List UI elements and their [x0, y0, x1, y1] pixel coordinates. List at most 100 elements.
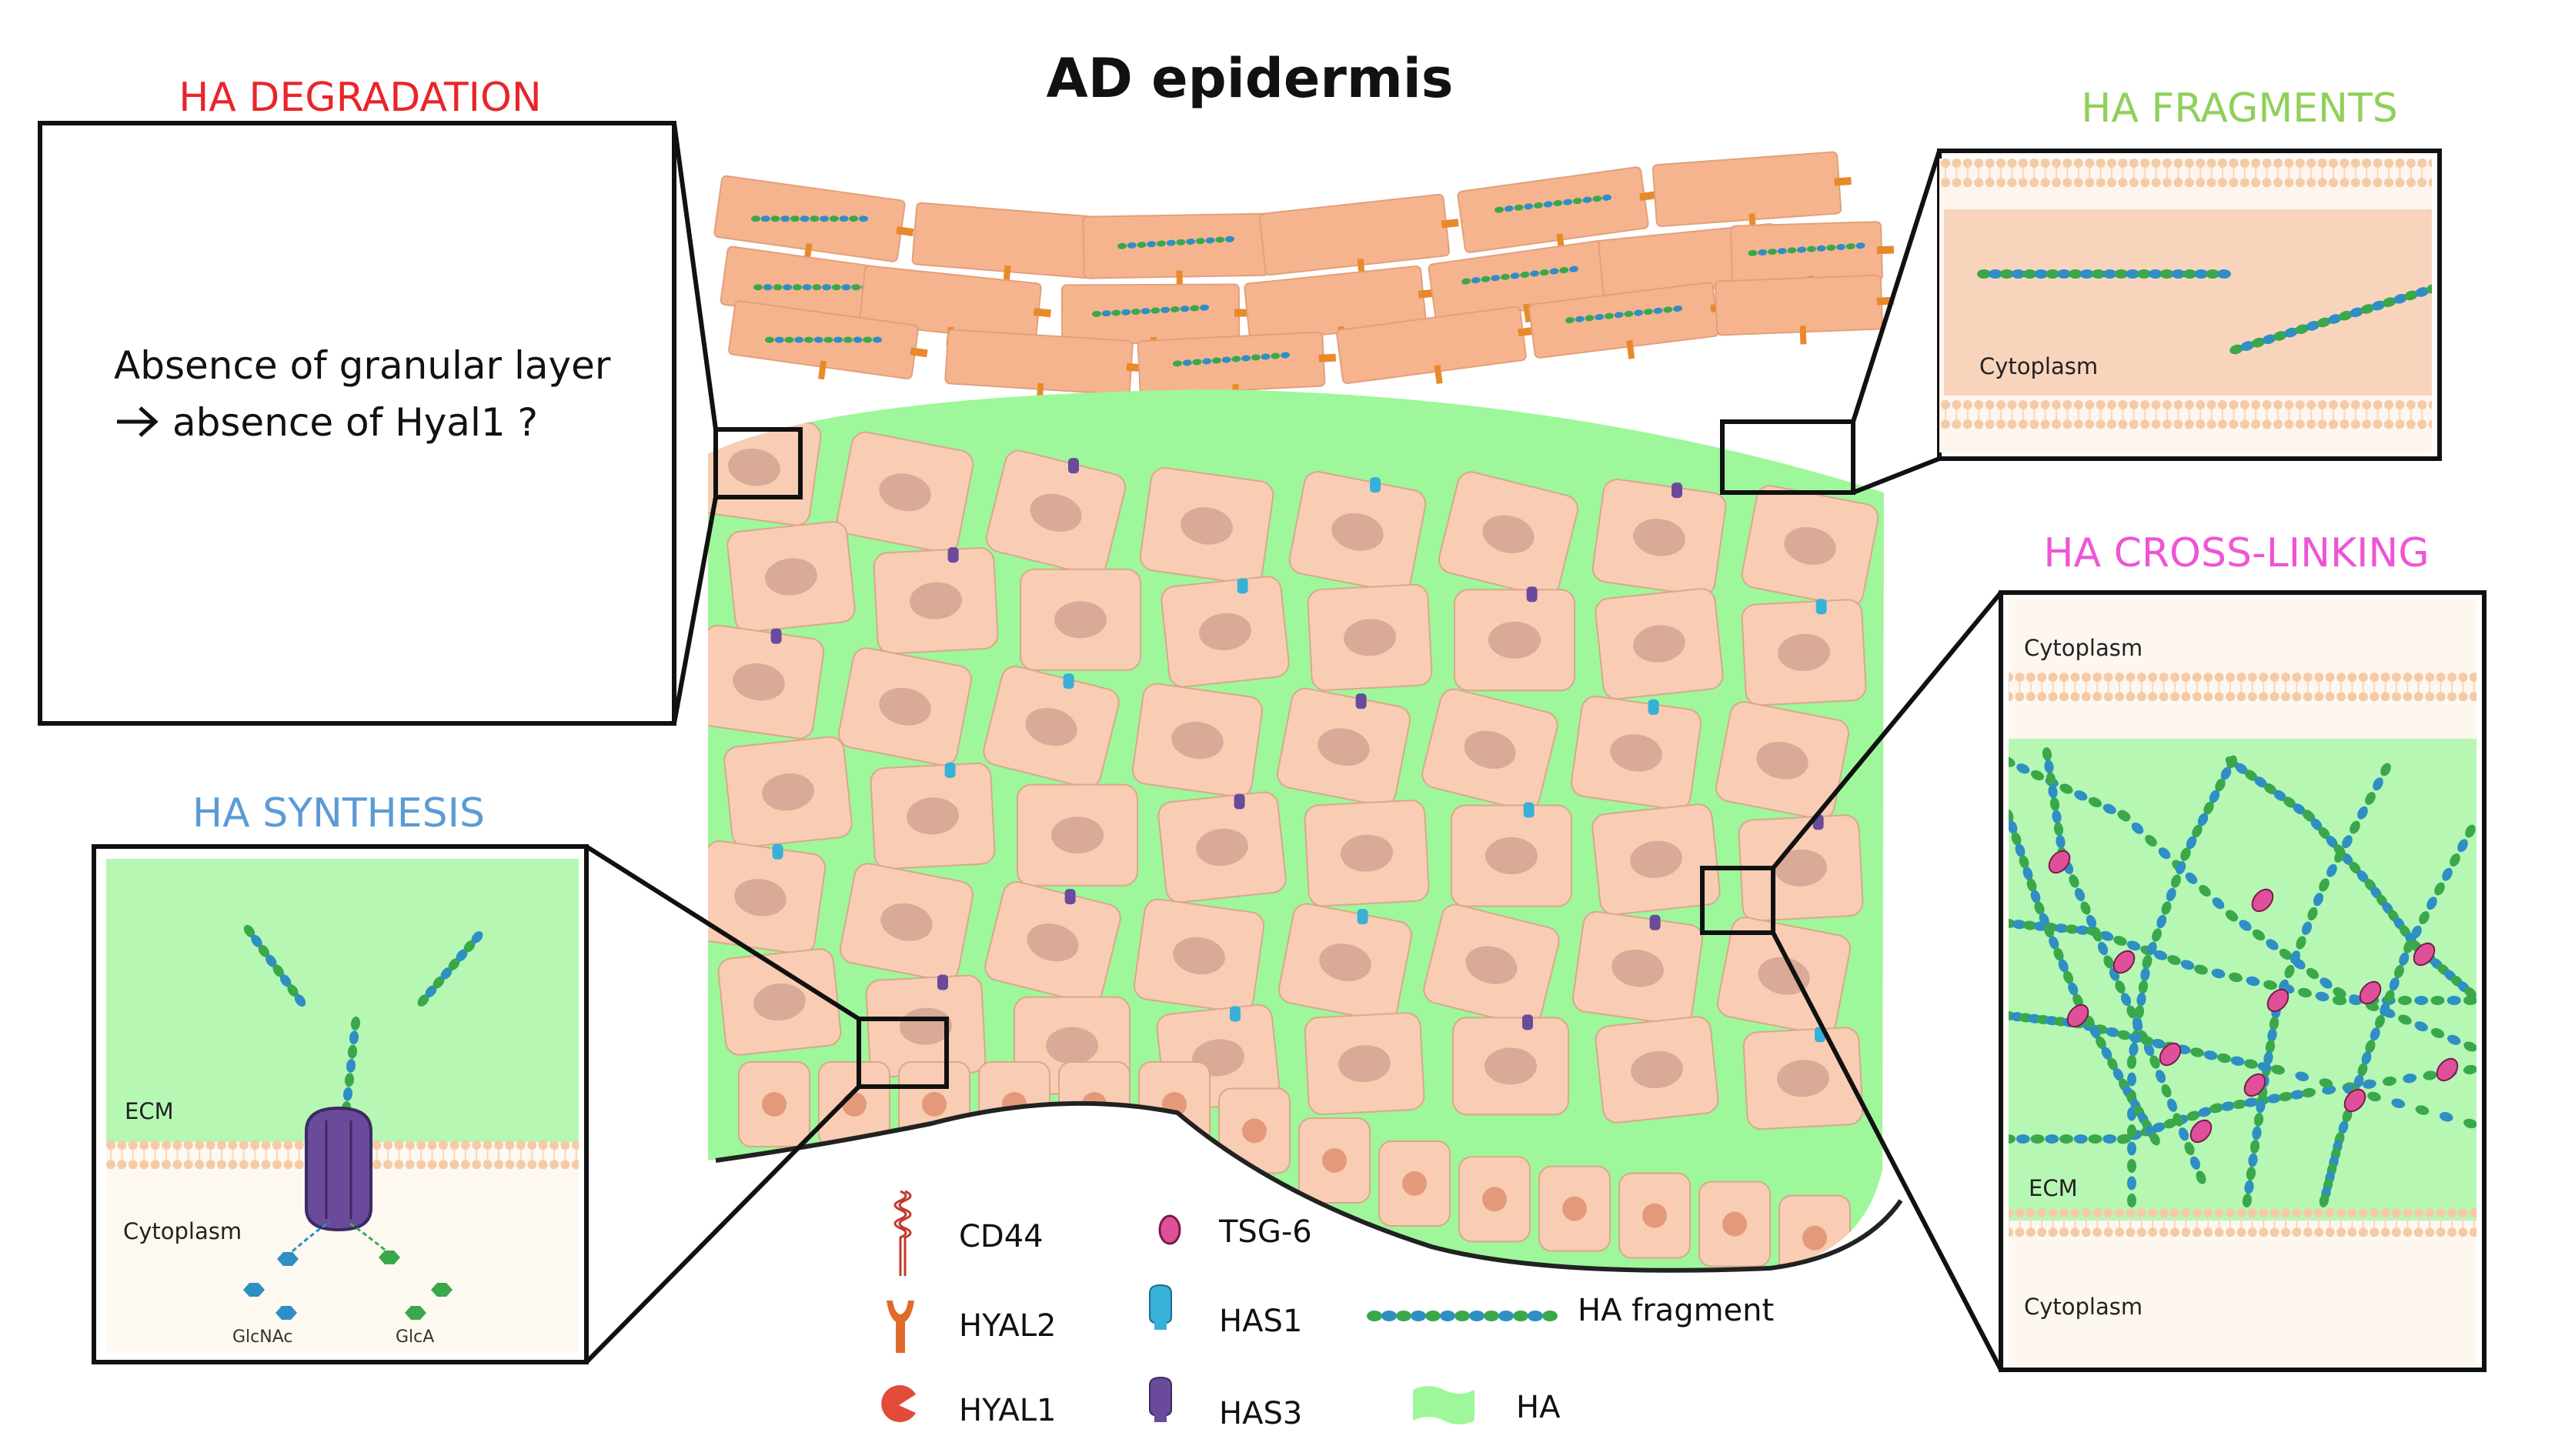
ha-chain [2319, 1132, 2345, 1207]
ha-chain [751, 215, 868, 222]
ha-chain [1173, 352, 1290, 367]
ha-fragment-icon [1367, 1311, 1558, 1321]
corneocyte [1060, 283, 1241, 345]
tsg6-crosslink [2189, 1119, 2213, 1144]
tsg6-crosslink [2159, 1042, 2182, 1067]
crosslinking-cytoplasm-top: Cytoplasm [2024, 635, 2143, 661]
ha-chain [417, 931, 483, 1007]
ha-chain [765, 336, 882, 343]
tsg6-crosslink [2251, 888, 2274, 913]
has-enzyme [772, 843, 783, 860]
crosslinking-label: HA CROSS-LINKING [2043, 530, 2429, 576]
corneocyte [1258, 193, 1451, 276]
ha-chain [2119, 1078, 2160, 1146]
has-enzyme [1063, 673, 1074, 690]
has-enzyme [1522, 1014, 1533, 1030]
corneocyte [1137, 331, 1326, 396]
fragments-cytoplasm-label: Cytoplasm [1979, 353, 2098, 379]
has-enzyme [937, 974, 948, 990]
has-enzyme [1357, 909, 1368, 925]
ha-chain [2009, 1134, 2131, 1144]
fragments-panel: HA FRAGMENTS Cytoplasm [1937, 85, 2442, 461]
corneocyte [1652, 151, 1842, 227]
right-arrow-icon [117, 406, 159, 437]
ha-chain [243, 924, 306, 1007]
tsg6-crosslink [2343, 1088, 2366, 1113]
glca-label: GlcA [396, 1327, 434, 1347]
has-enzyme [1672, 483, 1682, 499]
tsg6-crosslink [2359, 980, 2382, 1005]
synthesis-ecm-label: ECM [125, 1098, 174, 1124]
ha-chain [2127, 1055, 2136, 1207]
degradation-zoom-box [713, 427, 803, 499]
has1-icon [1149, 1284, 1172, 1330]
synthesis-label: HA SYNTHESIS [192, 790, 485, 837]
has-enzyme [944, 762, 956, 778]
has-enzyme [1237, 578, 1248, 594]
ha-chain [1461, 265, 1578, 285]
corneocyte [1082, 212, 1270, 279]
ha-chain [2242, 1086, 2268, 1207]
tsg6-crosslink [2266, 988, 2289, 1013]
legend-ha: HA [1516, 1390, 1561, 1425]
has-enzyme [770, 628, 782, 644]
monomer [379, 1251, 400, 1264]
synthesis-panel: HA SYNTHESIS ECM Cytoplasm GlcNAc GlcA [92, 790, 589, 1364]
ha-chain [1565, 306, 1682, 324]
monomer [405, 1306, 426, 1320]
crosslinking-panel: HA CROSS-LINKING Cytoplasm ECM Cytoplasm [1999, 530, 2487, 1372]
legend-hyal2: HYAL2 [959, 1308, 1057, 1344]
legend-cd44: CD44 [959, 1219, 1044, 1254]
ha-chain [1367, 1311, 1558, 1321]
corneocyte [1714, 274, 1884, 336]
tsg6-crosslink [2436, 1057, 2459, 1082]
stratum-corneum [713, 151, 1895, 403]
crosslinking-ecm-label: ECM [2029, 1175, 2078, 1201]
synthesis-zoom-box [857, 1017, 949, 1089]
has-enzyme [766, 412, 777, 428]
degradation-text-line2: absence of Hyal1 ? [172, 400, 538, 445]
ha-chain [2333, 996, 2476, 1005]
legend-hyal1: HYAL1 [959, 1393, 1057, 1428]
ha-chain [1977, 269, 2231, 279]
ha-matrix [708, 389, 1884, 1271]
hyal1-icon [881, 1385, 916, 1422]
legend-tsg6: TSG-6 [1218, 1214, 1312, 1250]
tsg6-crosslink [2066, 1004, 2089, 1028]
ha-icon [1413, 1386, 1475, 1424]
degradation-text-line1: Absence of granular layer [114, 343, 611, 388]
synthesis-cytoplasm-label: Cytoplasm [123, 1218, 242, 1244]
has3-enzyme-icon [305, 1106, 372, 1232]
has-enzyme [1648, 699, 1659, 715]
has-enzyme [1064, 889, 1076, 905]
zoom-connectors [584, 122, 2003, 1371]
fragments-label: HA FRAGMENTS [2081, 85, 2397, 132]
diagram-title: AD epidermis [1047, 47, 1454, 110]
ha-chain [1117, 235, 1234, 249]
ha-chain [1748, 242, 1865, 256]
legend-has3: HAS3 [1219, 1396, 1302, 1431]
monomer [243, 1283, 265, 1297]
glcnac-label: GlcNAc [232, 1327, 292, 1347]
degradation-label: HA DEGRADATION [179, 75, 542, 121]
legend-ha-fragment: HA fragment [1578, 1293, 1774, 1328]
degradation-panel: HA DEGRADATION Absence of granular layer… [38, 75, 676, 726]
ha-chain [2229, 283, 2432, 355]
ha-chain [1092, 304, 1209, 317]
has-enzyme [1523, 802, 1535, 818]
keratinocytes [708, 408, 1884, 1271]
hyal2-icon [887, 1301, 914, 1353]
cd44-icon [893, 1190, 912, 1276]
has-enzyme [1230, 1006, 1241, 1022]
has-enzyme [1355, 693, 1367, 710]
ha-chain [2149, 1055, 2206, 1184]
has-enzyme [1068, 458, 1079, 474]
tsg6-crosslink [2413, 942, 2436, 967]
has-enzyme [1526, 586, 1538, 603]
has-enzyme [1370, 477, 1381, 493]
has3-icon [1149, 1376, 1172, 1422]
fragments-zoom-box [1720, 419, 1855, 495]
epidermis-tissue [708, 151, 1903, 1273]
monomer [276, 1306, 297, 1320]
